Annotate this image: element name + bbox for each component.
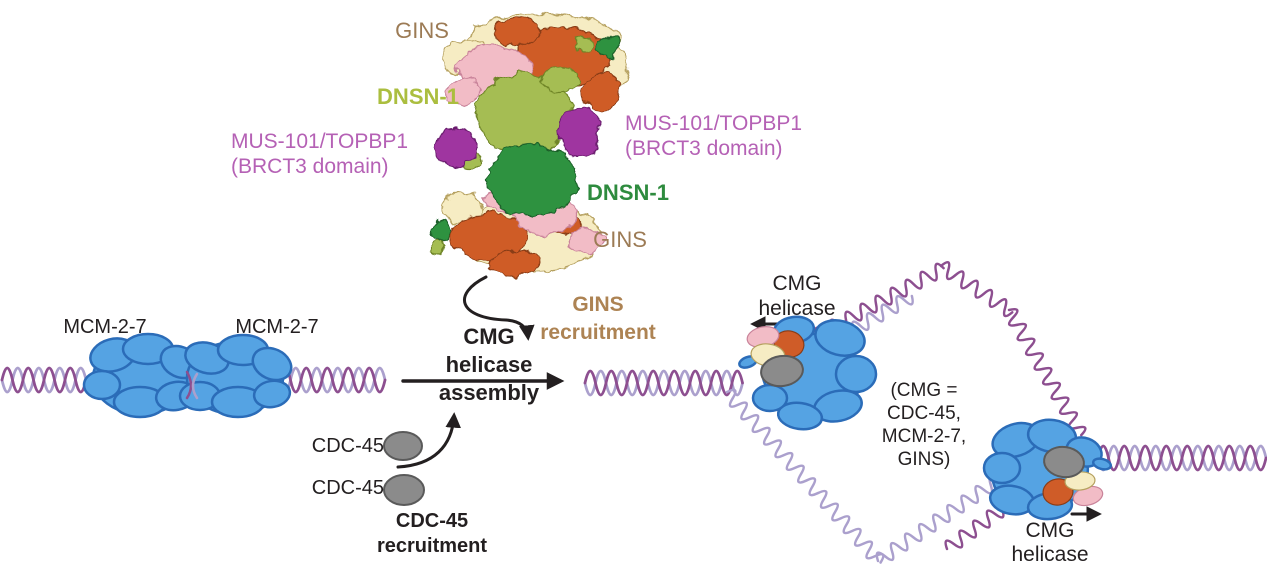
cdc45-recruitment-label: CDC-45 recruitment (377, 509, 487, 559)
mus101-right-label: MUS-101/TOPBP1 (BRCT3 domain) (625, 111, 802, 161)
dna-duplex-right (1096, 444, 1267, 472)
dnsn1-left-label: DNSN-1 (377, 84, 459, 109)
dna-at-hexamer-junction (185, 370, 193, 400)
ssdna-bottom-right-dark (944, 499, 1011, 551)
cdc45-subunit-2 (383, 474, 425, 506)
dna-duplex-mid (583, 369, 744, 397)
protein-structure-rendering (430, 13, 629, 276)
cmg-helicase-right-label: CMG helicase (1011, 519, 1088, 567)
ssdna-top-peak (939, 261, 1014, 318)
dna-duplex-origin-left (0, 366, 88, 394)
label-line: (BRCT3 domain) (625, 137, 783, 160)
structure-brct3-purple-regions (435, 106, 600, 169)
cdc45-recruitment-arrow (396, 412, 461, 469)
structure-dnsn1-green-region (431, 34, 622, 242)
mcm-hexamer-right (178, 333, 293, 419)
mus101-left-label: MUS-101/TOPBP1 (BRCT3 domain) (231, 129, 408, 179)
label-line: helicase (445, 352, 533, 377)
cdc45-subunit-1 (383, 431, 423, 461)
label-line: GINS) (897, 449, 951, 470)
cdc45-label-2: CDC-45 (311, 477, 384, 499)
cmg-helicase-right (982, 418, 1113, 521)
label-line: CMG (463, 324, 515, 349)
cmg-assembly-label: CMG helicase assembly (439, 323, 539, 407)
label-line: assembly (438, 380, 540, 405)
label-line: CMG (1025, 519, 1075, 542)
mcm-hexamer-left (82, 332, 201, 419)
label-line: helicase (758, 297, 836, 320)
gins-top-label: GINS (395, 18, 449, 43)
cmg-left-mcm-ring (738, 315, 878, 431)
mcm-left-label: MCM-2-7 (63, 316, 147, 338)
mcm-right-label: MCM-2-7 (235, 316, 319, 338)
cmg-right-cdc45-gray (1043, 445, 1085, 479)
gins-recruitment-label: GINS recruitment (540, 291, 656, 347)
gins-bottom-label: GINS (593, 227, 647, 252)
cdc45-label-1: CDC-45 (311, 435, 384, 457)
label-line: MCM-2-7, (881, 426, 967, 447)
label-line: CDC-45 (395, 510, 469, 532)
cmg-helicase-left (738, 315, 878, 431)
cmg-right-mcm-ring (982, 418, 1113, 521)
label-line: GINS (572, 293, 624, 316)
label-line: recruitment (376, 535, 488, 557)
gins-recruitment-arrow (463, 275, 535, 341)
label-line: CDC-45, (887, 403, 961, 424)
label-line: helicase (1011, 543, 1089, 566)
dnsn1-right-label: DNSN-1 (587, 180, 669, 205)
cmg-helicase-left-label: CMG helicase (758, 271, 835, 321)
label-line: MUS-101/TOPBP1 (231, 130, 409, 153)
ssdna-top-left-light (850, 294, 914, 332)
label-line: CMG (772, 272, 822, 295)
ssdna-bottom-ascending (875, 475, 1000, 563)
dna-at-hexamer-junction-2 (191, 372, 199, 400)
label-line: MUS-101/TOPBP1 (625, 112, 803, 135)
label-line: recruitment (540, 321, 656, 344)
ssdna-top-descending (1007, 307, 1087, 437)
ssdna-bottom-descending (725, 388, 885, 564)
label-line: (CMG = (890, 380, 958, 401)
dna-duplex-origin-right (278, 366, 387, 394)
label-line: (BRCT3 domain) (231, 155, 389, 178)
cmg-legend-label: (CMG = CDC-45, MCM-2-7, GINS) (882, 379, 966, 471)
cmg-left-cdc45-gray (760, 354, 804, 388)
